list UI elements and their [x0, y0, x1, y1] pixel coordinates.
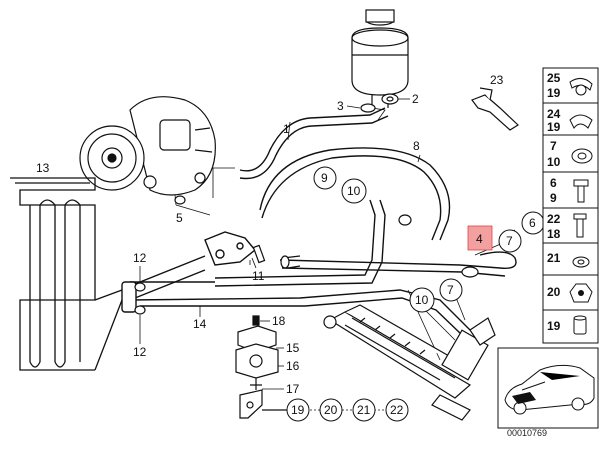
- reservoir-drawing: [351, 9, 409, 108]
- callout-10a: 10: [347, 184, 361, 198]
- callout-12b: 12: [133, 345, 147, 359]
- panel-label-19a: 19: [547, 86, 561, 100]
- callout-14: 14: [193, 317, 207, 331]
- panel-label-19b: 19: [547, 120, 561, 134]
- callout-22: 22: [390, 403, 404, 417]
- callout-7a: 7: [506, 234, 513, 248]
- panel-label-10: 10: [547, 155, 561, 169]
- panel-label-9: 9: [550, 191, 557, 205]
- panel-label-20: 20: [547, 285, 561, 299]
- clamp-23-drawing: [471, 87, 519, 131]
- panel-label-22: 22: [547, 212, 561, 226]
- callout-2: 2: [412, 92, 419, 106]
- callout-13: 13: [36, 161, 50, 175]
- reference-number: 00010769: [507, 428, 547, 438]
- callout-3: 3: [337, 99, 344, 113]
- mount-bracket-drawing: [235, 315, 290, 419]
- callout-16: 16: [286, 359, 300, 373]
- callout-12a: 12: [133, 251, 147, 265]
- callout-8: 8: [413, 139, 420, 153]
- callout-9: 9: [321, 171, 328, 185]
- callout-5: 5: [176, 211, 183, 225]
- callout-7b: 7: [447, 283, 454, 297]
- side-panel: 25 19 24 19 7 10 6 9 22 18 21 20 19: [542, 67, 599, 344]
- panel-label-7: 7: [550, 139, 557, 153]
- callout-21: 21: [357, 403, 371, 417]
- callout-6: 6: [529, 216, 536, 230]
- panel-label-6: 6: [550, 176, 557, 190]
- callout-labels: 1 2 3 4 5 6 7 7 8 9 10 10 11 12: [36, 73, 545, 422]
- pump-drawing: [79, 96, 216, 196]
- callout-15: 15: [286, 341, 300, 355]
- car-inset: 00010769: [497, 347, 599, 438]
- panel-label-18: 18: [547, 227, 561, 241]
- steering-rack-drawing: [323, 304, 496, 421]
- callout-17: 17: [286, 382, 300, 396]
- hose-lines: [121, 107, 517, 336]
- callout-11: 11: [252, 269, 265, 283]
- panel-label-24: 24: [547, 107, 561, 121]
- callout-23: 23: [490, 73, 504, 87]
- callout-20: 20: [324, 403, 338, 417]
- callout-4-highlight: [467, 225, 493, 251]
- washers-2-3: [134, 93, 479, 315]
- panel-label-21: 21: [547, 251, 561, 265]
- callout-1: 1: [283, 122, 290, 136]
- callout-10b: 10: [415, 293, 429, 307]
- panel-label-19c: 19: [547, 319, 561, 333]
- callout-18: 18: [272, 314, 286, 328]
- cooler-coil-drawing: [10, 177, 123, 371]
- callout-4: 4: [476, 232, 483, 246]
- panel-label-25: 25: [547, 71, 561, 85]
- callout-19: 19: [291, 403, 305, 417]
